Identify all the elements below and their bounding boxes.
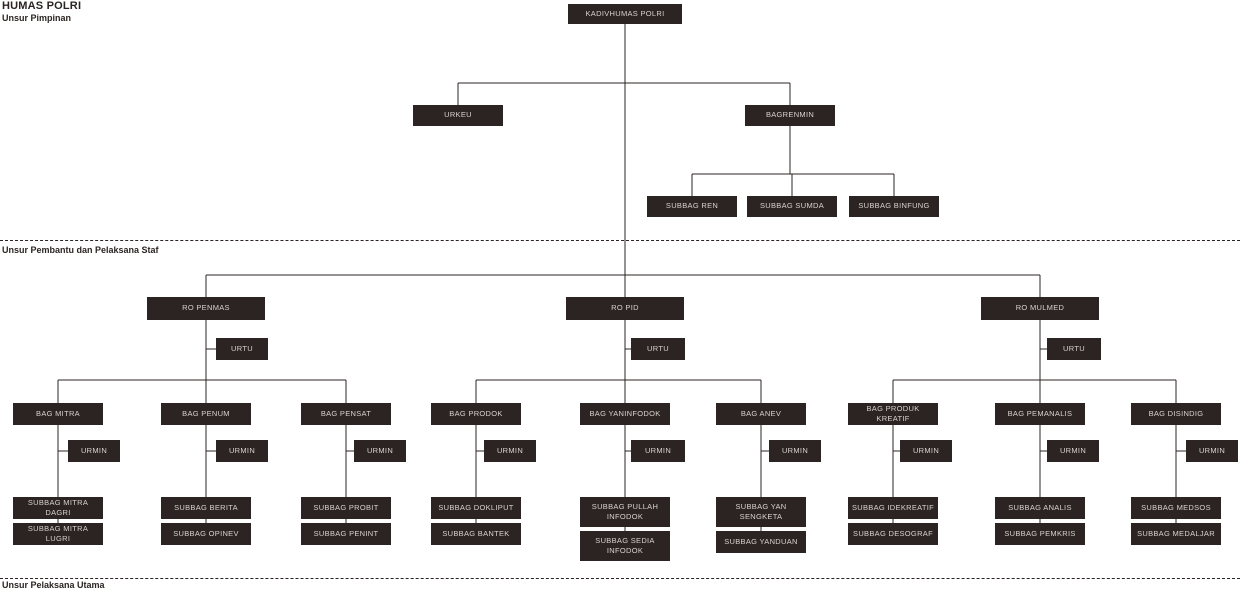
node-bag-pemanalis: BAG PEMANALIS: [995, 403, 1085, 425]
node-subbag-sedia-infodok: SUBBAG SEDIA INFODOK: [580, 531, 670, 561]
node-urmin-anev: URMIN: [769, 440, 821, 462]
section-label-pimpinan: Unsur Pimpinan: [2, 13, 72, 23]
node-subbag-idekreatif: SUBBAG IDEKREATIF: [848, 497, 938, 519]
connector-pimpinan: [457, 24, 895, 297]
node-subbag-opinev: SUBBAG OPINEV: [161, 523, 251, 545]
node-urtu-mulmed: URTU: [1047, 338, 1101, 360]
section-label-pembantu: Unsur Pembantu dan Pelaksana Staf: [2, 245, 159, 255]
node-subbag-binfung: SUBBAG BINFUNG: [849, 196, 939, 217]
node-subbag-yanduan: SUBBAG YANDUAN: [716, 531, 806, 553]
connector-ro-pid: [475, 320, 769, 531]
node-ro-pid: RO PID: [566, 297, 684, 320]
connector-ro-mulmed: [892, 320, 1186, 523]
connector-ro-penmas: [57, 320, 354, 523]
node-bag-prodok: BAG PRODOK: [431, 403, 521, 425]
node-subbag-pullah-infodok: SUBBAG PULLAH INFODOK: [580, 497, 670, 527]
node-ro-penmas: RO PENMAS: [147, 297, 265, 320]
connector-biro-row: [205, 274, 1041, 297]
node-urkeu: URKEU: [413, 105, 503, 126]
node-urmin-pemanalis: URMIN: [1047, 440, 1099, 462]
node-urmin-yaninfodok: URMIN: [631, 440, 685, 462]
node-bag-produk-kreatif: BAG PRODUK KREATIF: [848, 403, 938, 425]
node-subbag-medaljar: SUBBAG MEDALJAR: [1131, 523, 1221, 545]
node-urmin-prodok: URMIN: [484, 440, 536, 462]
node-subbag-mitra-lugri: SUBBAG MITRA LUGRI: [13, 523, 103, 545]
node-bag-disindig: BAG DISINDIG: [1131, 403, 1221, 425]
node-urmin-produk-kreatif: URMIN: [900, 440, 952, 462]
node-subbag-penint: SUBBAG PENINT: [301, 523, 391, 545]
node-ro-mulmed: RO MULMED: [981, 297, 1099, 320]
node-subbag-bantek: SUBBAG BANTEK: [431, 523, 521, 545]
node-subbag-dokliput: SUBBAG DOKLIPUT: [431, 497, 521, 519]
node-subbag-probit: SUBBAG PROBIT: [301, 497, 391, 519]
node-urmin-penum: URMIN: [216, 440, 268, 462]
node-bag-mitra: BAG MITRA: [13, 403, 103, 425]
node-subbag-analis: SUBBAG ANALIS: [995, 497, 1085, 519]
node-bagrenmin: BAGRENMIN: [745, 105, 835, 126]
page-title: HUMAS POLRI: [2, 0, 82, 12]
node-subbag-mitra-dagri: SUBBAG MITRA DAGRI: [13, 497, 103, 519]
node-urmin-disindig: URMIN: [1186, 440, 1238, 462]
section-label-utama: Unsur Pelaksana Utama: [2, 580, 105, 590]
node-subbag-berita: SUBBAG BERITA: [161, 497, 251, 519]
section-divider-utama: [0, 578, 1240, 579]
node-subbag-pemkris: SUBBAG PEMKRIS: [995, 523, 1085, 545]
node-urmin-mitra: URMIN: [68, 440, 120, 462]
node-bag-pensat: BAG PENSAT: [301, 403, 391, 425]
node-subbag-sumda: SUBBAG SUMDA: [747, 196, 837, 217]
node-subbag-desograf: SUBBAG DESOGRAF: [848, 523, 938, 545]
node-subbag-ren: SUBBAG REN: [647, 196, 737, 217]
node-subbag-yan-sengketa: SUBBAG YAN SENGKETA: [716, 497, 806, 527]
node-bag-anev: BAG ANEV: [716, 403, 806, 425]
node-kadivhumas: KADIVHUMAS POLRI: [568, 4, 682, 24]
node-urtu-pid: URTU: [631, 338, 685, 360]
node-bag-penum: BAG PENUM: [161, 403, 251, 425]
node-urmin-pensat: URMIN: [354, 440, 406, 462]
node-bag-yaninfodok: BAG YANINFODOK: [580, 403, 670, 425]
node-urtu-penmas: URTU: [216, 338, 268, 360]
node-subbag-medsos: SUBBAG MEDSOS: [1131, 497, 1221, 519]
section-divider-pembantu: [0, 240, 1240, 241]
